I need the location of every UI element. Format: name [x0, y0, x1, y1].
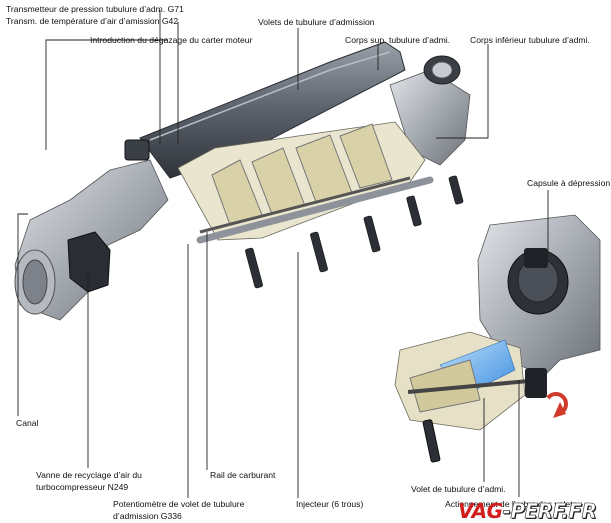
- label-canal: Canal: [16, 418, 39, 428]
- label-crankcase-vent: Introduction du dégazage du carter moteu…: [90, 35, 253, 45]
- flap-cutaway: [177, 121, 426, 241]
- label-recirc-valve-1: Vanne de recyclage d’air du: [36, 470, 142, 480]
- detail-flap-plate: [409, 359, 481, 413]
- rotation-arrow: [546, 392, 568, 414]
- label-flap-detail: Volet de tubulure d’admi.: [411, 484, 506, 494]
- label-manifold-flaps: Volets de tubulure d’admission: [258, 17, 375, 27]
- fuel-rail-shape: [196, 176, 434, 244]
- label-recirc-valve-2: turbocompresseur N249: [36, 482, 129, 492]
- label-pressure-sensor: Transmetteur de pression tubulure d’adm.…: [6, 4, 184, 14]
- label-temp-sensor: Transm. de température d’air d’amission …: [6, 16, 179, 26]
- injectors: [245, 175, 464, 289]
- pressure-sensor-shape: [124, 139, 150, 161]
- leader-lower: [436, 44, 489, 139]
- logo-part2: -PERF.FR: [502, 499, 597, 523]
- recirc-valve-shape: [67, 231, 111, 293]
- vacuum-actuator-top: [423, 55, 461, 85]
- logo-part1: VAG: [458, 499, 503, 523]
- label-flap-pot-2: d’admission G336: [113, 511, 182, 521]
- vag-perf-logo[interactable]: VAG-PERF.FR: [458, 499, 608, 523]
- label-fuel-rail: Rail de carburant: [210, 470, 276, 480]
- leader-lines: [17, 10, 549, 498]
- leader-crankcase: [45, 39, 168, 150]
- label-flap-pot-1: Potentiomètre de volet de tubulure: [113, 499, 245, 509]
- label-vacuum-capsule: Capsule à dépression: [527, 178, 611, 188]
- label-injector: Injecteur (6 trous): [296, 499, 364, 509]
- label-upper-body: Corps sup. tubulure d’admi.: [345, 35, 451, 45]
- intake-manifold-illustration: [14, 41, 471, 321]
- flap-detail-illustration: [394, 214, 601, 463]
- label-shaft-actuation: Actionnement de l’arbre des volets: [445, 499, 577, 509]
- label-lower-body: Corps inférieur tubulure d’admi.: [470, 35, 590, 45]
- leader-canal: [17, 213, 28, 416]
